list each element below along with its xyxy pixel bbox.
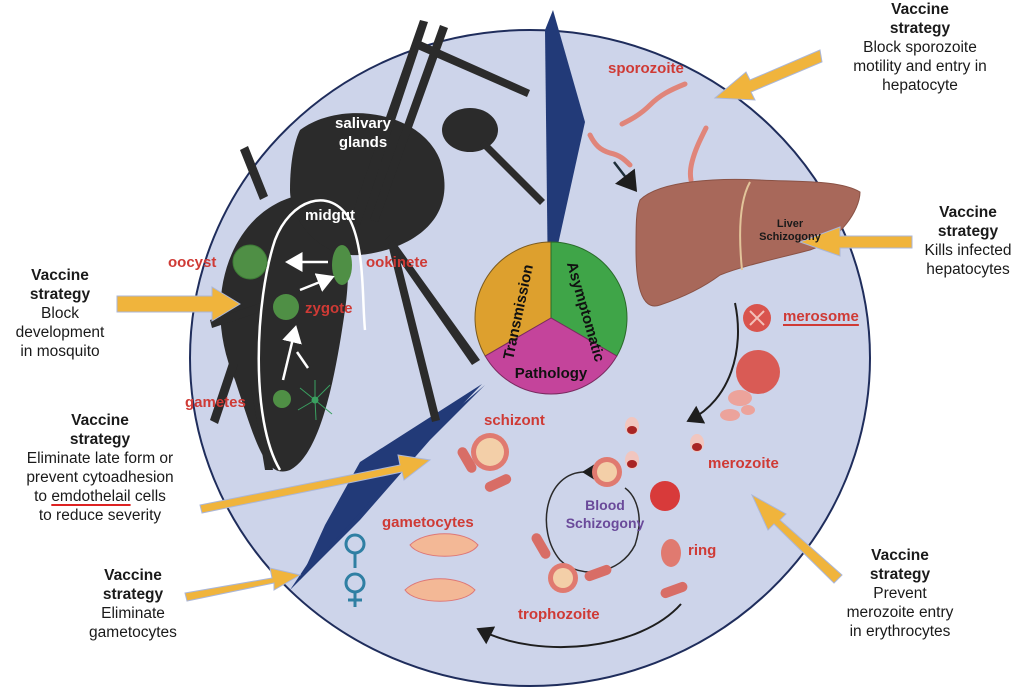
strategy-text-end: cells to reduce severity: [38, 488, 166, 524]
bursting-cell-shape: [736, 350, 780, 394]
arrow-trophozoite-return: [476, 603, 682, 649]
label-ring: ring: [688, 542, 717, 559]
strategy-heading: Vaccine strategy: [937, 204, 999, 240]
liver-shape: [635, 178, 861, 307]
oocyst-shape: [232, 244, 268, 280]
microgamete-icon: [297, 380, 333, 421]
label-midgut: midgut: [305, 207, 355, 224]
strategy-text: Kills infected hepatocytes: [924, 242, 1012, 278]
strategy-text: Block development in mosquito: [15, 305, 105, 360]
ookinete-shape: [332, 245, 352, 285]
divider-wedge-top: [545, 10, 585, 290]
liver-ligament: [739, 181, 751, 271]
strategy-arrow-gametocytes: [184, 567, 302, 602]
strategy-text: Prevent merozoite entry in erythrocytes: [846, 585, 954, 640]
merosome-detail: [749, 310, 765, 326]
strategy-sporozoite: Vaccine strategy Block sporozoite motili…: [820, 0, 1020, 95]
pie-transmission: [474, 241, 552, 357]
midgut-outline: [257, 199, 367, 471]
label-schizont: schizont: [484, 412, 545, 429]
strategy-heading: Vaccine strategy: [69, 412, 131, 448]
pie-pathology: [484, 317, 618, 395]
label-gametes: gametes: [185, 394, 246, 411]
gametocyte-shapes: [404, 533, 479, 602]
strategy-heading: Vaccine strategy: [889, 1, 951, 37]
arrow-zygote-to-ookinete: [299, 273, 335, 292]
misspelled-word: emdothelail: [51, 488, 131, 505]
strategy-text: Eliminate late form or prevent cytoadhes…: [26, 450, 174, 505]
strategy-arrow-severity: [199, 454, 432, 514]
merozoite-release: [720, 390, 755, 421]
strategy-text: Block sporozoite motility and entry in h…: [853, 39, 987, 94]
merozoite-shapes: [625, 417, 704, 469]
rbc-shapes: [457, 447, 688, 599]
label-liver-schizogony: Liver Schizogony: [759, 218, 821, 243]
strategy-hepatocytes: Vaccine strategy Kills infected hepatocy…: [912, 203, 1024, 279]
pie-label-pathology: Pathology: [515, 365, 588, 382]
outcome-pie: Transmission Asymptomatic Pathology: [474, 241, 628, 395]
strategy-arrow-hepatocytes: [798, 226, 913, 257]
arrow-gametes-to-zygote: [281, 325, 302, 381]
label-trophozoite: trophozoite: [518, 606, 600, 623]
label-oocyst: oocyst: [168, 254, 217, 271]
gamete-shape: [273, 390, 291, 408]
label-blood-schizogony: Blood Schizogony: [565, 497, 645, 531]
strategy-heading: Vaccine strategy: [29, 267, 91, 303]
strategy-arrow-sporozoite: [713, 49, 823, 101]
strategy-text: Eliminate gametocytes: [89, 605, 177, 641]
label-sporozoite: sporozoite: [608, 60, 684, 77]
label-zygote: zygote: [305, 300, 353, 317]
label-gametocytes: gametocytes: [382, 514, 474, 531]
ring-cell-shape: [661, 539, 681, 567]
arrow-merosome-to-merozoite: [686, 302, 739, 424]
divider-wedge-bottom: [290, 385, 485, 590]
label-merosome: merosome: [783, 308, 859, 325]
sporozoite-shapes: [587, 81, 709, 183]
zygote-shape: [273, 294, 299, 320]
strategy-arrows: [116, 49, 913, 602]
arrow-sporozoite-to-liver: [613, 161, 638, 192]
label-ookinete: ookinete: [366, 254, 428, 271]
strategy-arrow-mosquito: [116, 286, 241, 322]
strategy-mosquito: Vaccine strategy Block development in mo…: [0, 266, 120, 361]
label-salivary-glands: salivary glands: [335, 115, 391, 151]
infected-rbc-shape: [650, 481, 680, 511]
strategy-heading: Vaccine strategy: [102, 567, 164, 603]
strategy-heading: Vaccine strategy: [869, 547, 931, 583]
strategy-merozoite: Vaccine strategy Prevent merozoite entry…: [830, 546, 970, 641]
strategy-gametocytes: Vaccine strategy Eliminate gametocytes: [78, 566, 188, 642]
gender-symbols-icon: [344, 533, 366, 607]
strategy-arrow-merozoite: [750, 493, 843, 584]
label-merozoite: merozoite: [708, 455, 779, 472]
pie-asymptomatic: [550, 241, 628, 357]
arrow-gametes-branch: [295, 351, 310, 369]
schizont-cells: [471, 433, 622, 593]
strategy-severity: Vaccine strategy Eliminate late form or …: [0, 411, 200, 525]
